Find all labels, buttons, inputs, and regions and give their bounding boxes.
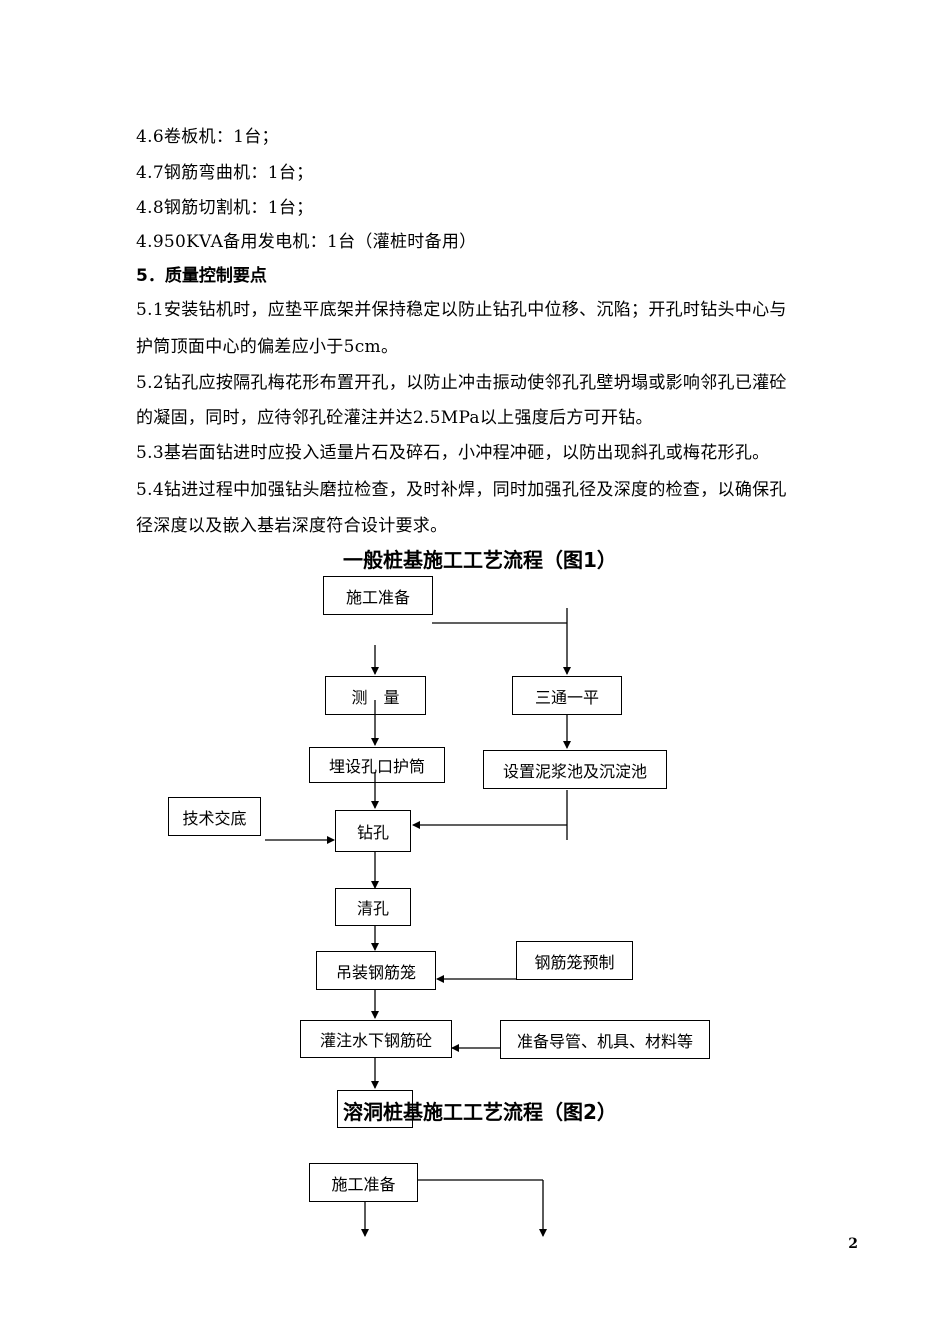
para-5-1-line-1: 5.1安装钻机时，应垫平底架并保持稳定以防止钻孔中位移、沉陷；开孔时钻头中心与 [136, 300, 787, 320]
box-survey: 测 量 [325, 676, 426, 715]
box-hoist-cage: 吊装钢筋笼 [316, 951, 436, 990]
para-5-4-line-1: 5.4钻进过程中加强钻头磨拉检查，及时补焊，同时加强孔径及深度的检查，以确保孔 [136, 480, 787, 500]
box-slurry-pools: 设置泥浆池及沉淀池 [483, 750, 667, 789]
para-5-3: 5.3基岩面钻进时应投入适量片石及碎石，小冲程冲砸，以防出现斜孔或梅花形孔。 [136, 443, 770, 463]
fig2-box-construction-prep: 施工准备 [309, 1163, 418, 1202]
box-construction-prep: 施工准备 [323, 576, 433, 615]
text-line-4-6: 4.6卷板机：1台； [136, 127, 279, 147]
text-line-4-7: 4.7钢筋弯曲机：1台； [136, 163, 314, 183]
box-cage-prefab: 钢筋笼预制 [516, 941, 633, 980]
figure-1-title: 一般桩基施工工艺流程（图1） [343, 548, 617, 572]
box-prepare-materials: 准备导管、机具、材料等 [500, 1020, 710, 1059]
text-line-4-8: 4.8钢筋切割机：1台； [136, 198, 314, 218]
page-number: 2 [848, 1236, 858, 1252]
box-drilling: 钻孔 [335, 810, 411, 852]
box-pour-concrete: 灌注水下钢筋砼 [300, 1020, 452, 1058]
box-technical-briefing: 技术交底 [168, 797, 261, 836]
section-5-heading: 5．质量控制要点 [136, 266, 267, 286]
text-line-4-9: 4.950KVA备用发电机：1台（灌桩时备用） [136, 232, 477, 252]
para-5-2-line-2: 的凝固，同时，应待邻孔砼灌注并达2.5MPa以上强度后方可开钻。 [136, 408, 653, 428]
figure-2-title: 溶洞桩基施工工艺流程（图2） [343, 1100, 617, 1124]
box-three-one: 三通一平 [512, 676, 622, 715]
para-5-4-line-2: 径深度以及嵌入基岩深度符合设计要求。 [136, 516, 448, 536]
box-hole-cleaning: 清孔 [335, 888, 411, 926]
para-5-2-line-1: 5.2钻孔应按隔孔梅花形布置开孔，以防止冲击振动使邻孔孔壁坍塌或影响邻孔已灌砼 [136, 373, 787, 393]
box-final-step [337, 1090, 413, 1128]
para-5-1-line-2: 护筒顶面中心的偏差应小于5cm。 [136, 337, 399, 357]
box-bury-casing: 埋设孔口护筒 [309, 747, 445, 783]
